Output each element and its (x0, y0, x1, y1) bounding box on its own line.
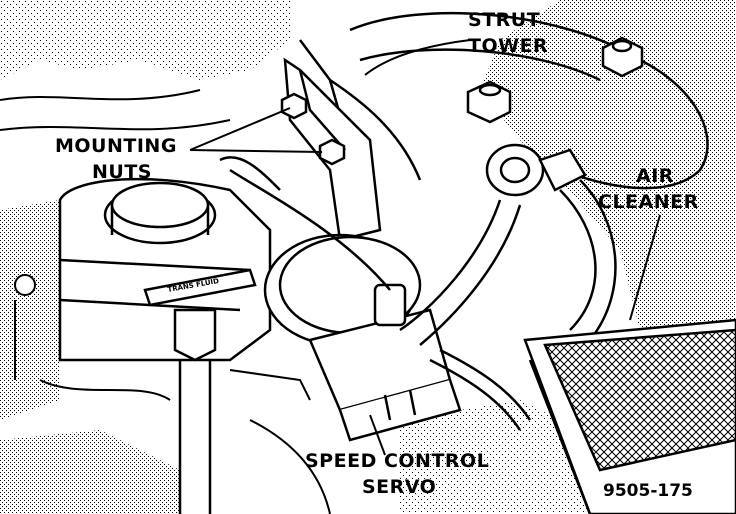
mounting-nuts-label-line1: MOUNTING (55, 135, 177, 157)
throttle-linkage (485, 143, 587, 197)
speed-control-leader (369, 414, 386, 456)
master-cylinder (58, 177, 272, 362)
figure-number: 9505-175 (603, 481, 693, 501)
air-cleaner-label-line2: CLEANER (598, 191, 699, 213)
engine-details (0, 89, 331, 514)
strut-tower-label-line1: STRUT (468, 9, 540, 31)
trans-fluid-dipstick: TRANS FLUID (143, 268, 257, 514)
strut-tower-nut-right (601, 36, 644, 78)
mounting-nut-upper (280, 92, 308, 120)
strut-tower-leader (364, 39, 471, 76)
mounting-nuts-leader-lower (189, 149, 323, 153)
strut-tower-nut-left (466, 80, 512, 124)
air-cleaner-leader (629, 214, 661, 321)
mounting-nuts-leader-upper (189, 107, 291, 151)
speed-control-label-line1: SPEED CONTROL (305, 450, 489, 472)
mounting-nut-lower (318, 138, 346, 166)
speed-control-servo (263, 233, 462, 442)
callout-labels: STRUT TOWER MOUNTING NUTS AIR CLEANER SP… (55, 9, 699, 501)
air-cleaner-label-line1: AIR (636, 165, 674, 187)
strut-tower-label-line2: TOWER (468, 35, 548, 57)
speed-control-label-line2: SERVO (362, 476, 436, 498)
mounting-nuts-label-line2: NUTS (92, 161, 152, 183)
hoses (219, 156, 617, 431)
leader-lines (189, 39, 661, 456)
air-cleaner-housing (523, 318, 736, 514)
